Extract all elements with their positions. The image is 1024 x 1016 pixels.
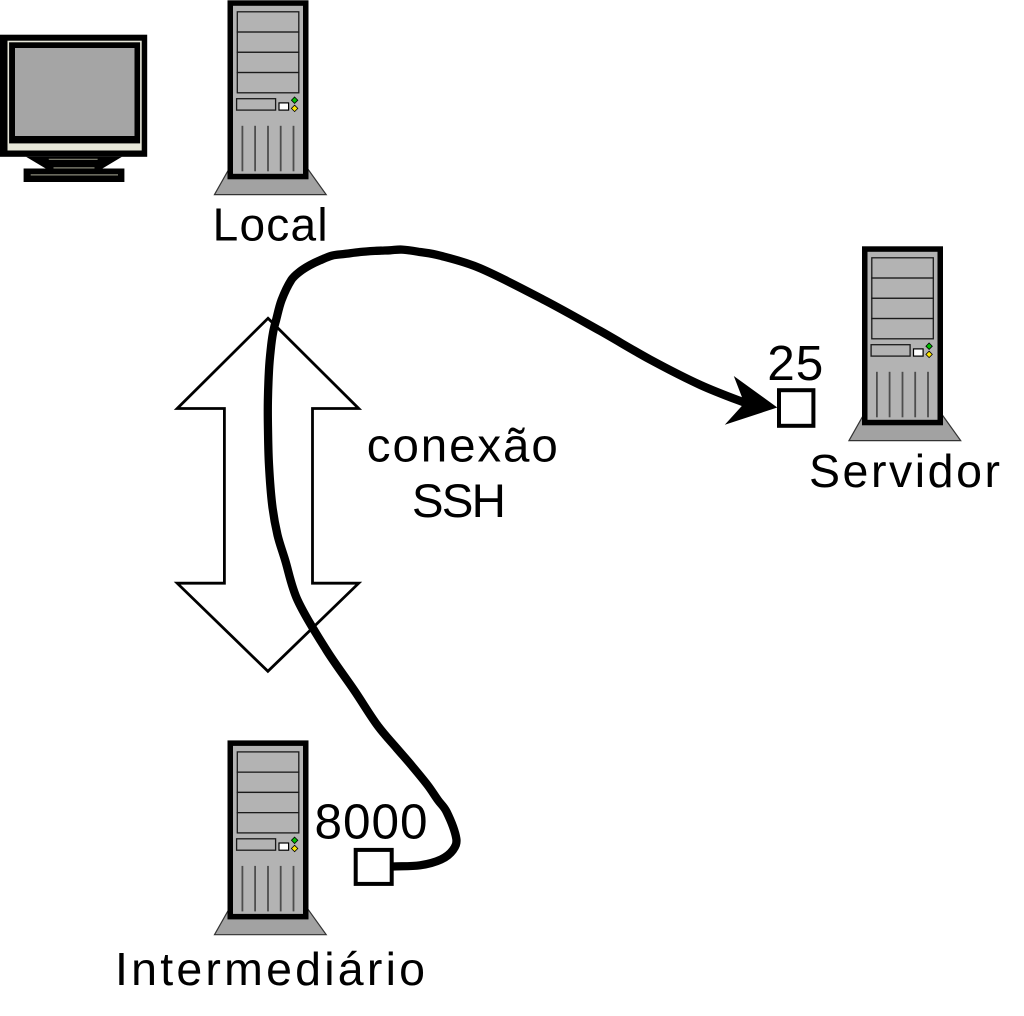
svg-text:Intermediário: Intermediário [115,943,425,995]
svg-text:25: 25 [767,336,823,391]
svg-text:Local: Local [213,199,328,251]
svg-text:SSH: SSH [412,475,506,528]
svg-text:conexão: conexão [367,420,558,473]
svg-text:Servidor: Servidor [809,445,1000,497]
svg-text:8000: 8000 [315,795,428,850]
